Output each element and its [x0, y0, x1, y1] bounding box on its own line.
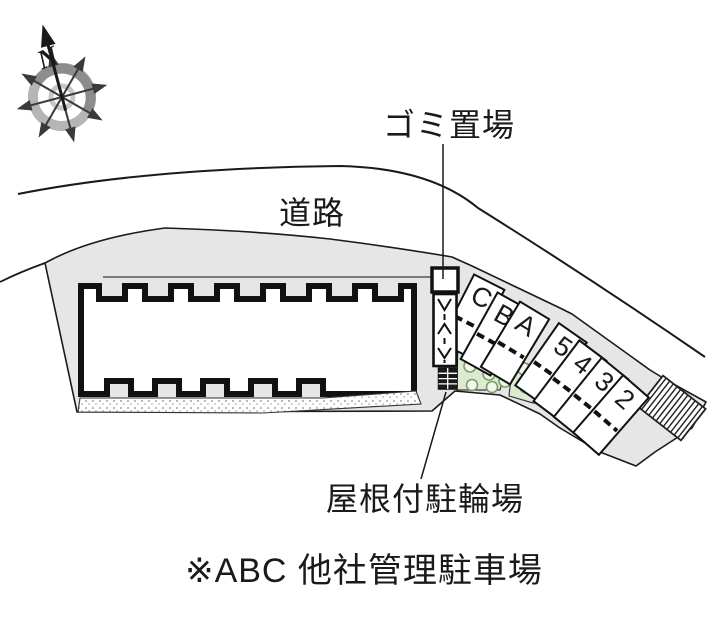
- parking-stall: 5: [513, 321, 589, 407]
- parking-stall: 2: [571, 373, 651, 457]
- road-lower-edge: [0, 262, 46, 283]
- road-upper-edge: [17, 164, 706, 358]
- compass-rose: N: [16, 24, 108, 143]
- parking-stall: A: [479, 300, 551, 386]
- bicycle-parking: [432, 292, 458, 368]
- building-outline: [78, 283, 417, 397]
- bicycle-label: 屋根付駐輪場: [326, 481, 524, 517]
- note-label: ※ABC 他社管理駐車場: [185, 552, 543, 590]
- road-label: 道路: [279, 195, 345, 231]
- bicycle-leader-line: [420, 391, 447, 480]
- stippled-walkway: [77, 390, 422, 414]
- north-arrow-icon: [41, 24, 68, 111]
- garbage-label: ゴミ置場: [383, 107, 515, 143]
- steps-ramp: [637, 374, 707, 442]
- garbage-area-box: [430, 266, 460, 294]
- entrance-steps: [437, 367, 458, 390]
- compass-arrows: [16, 51, 108, 143]
